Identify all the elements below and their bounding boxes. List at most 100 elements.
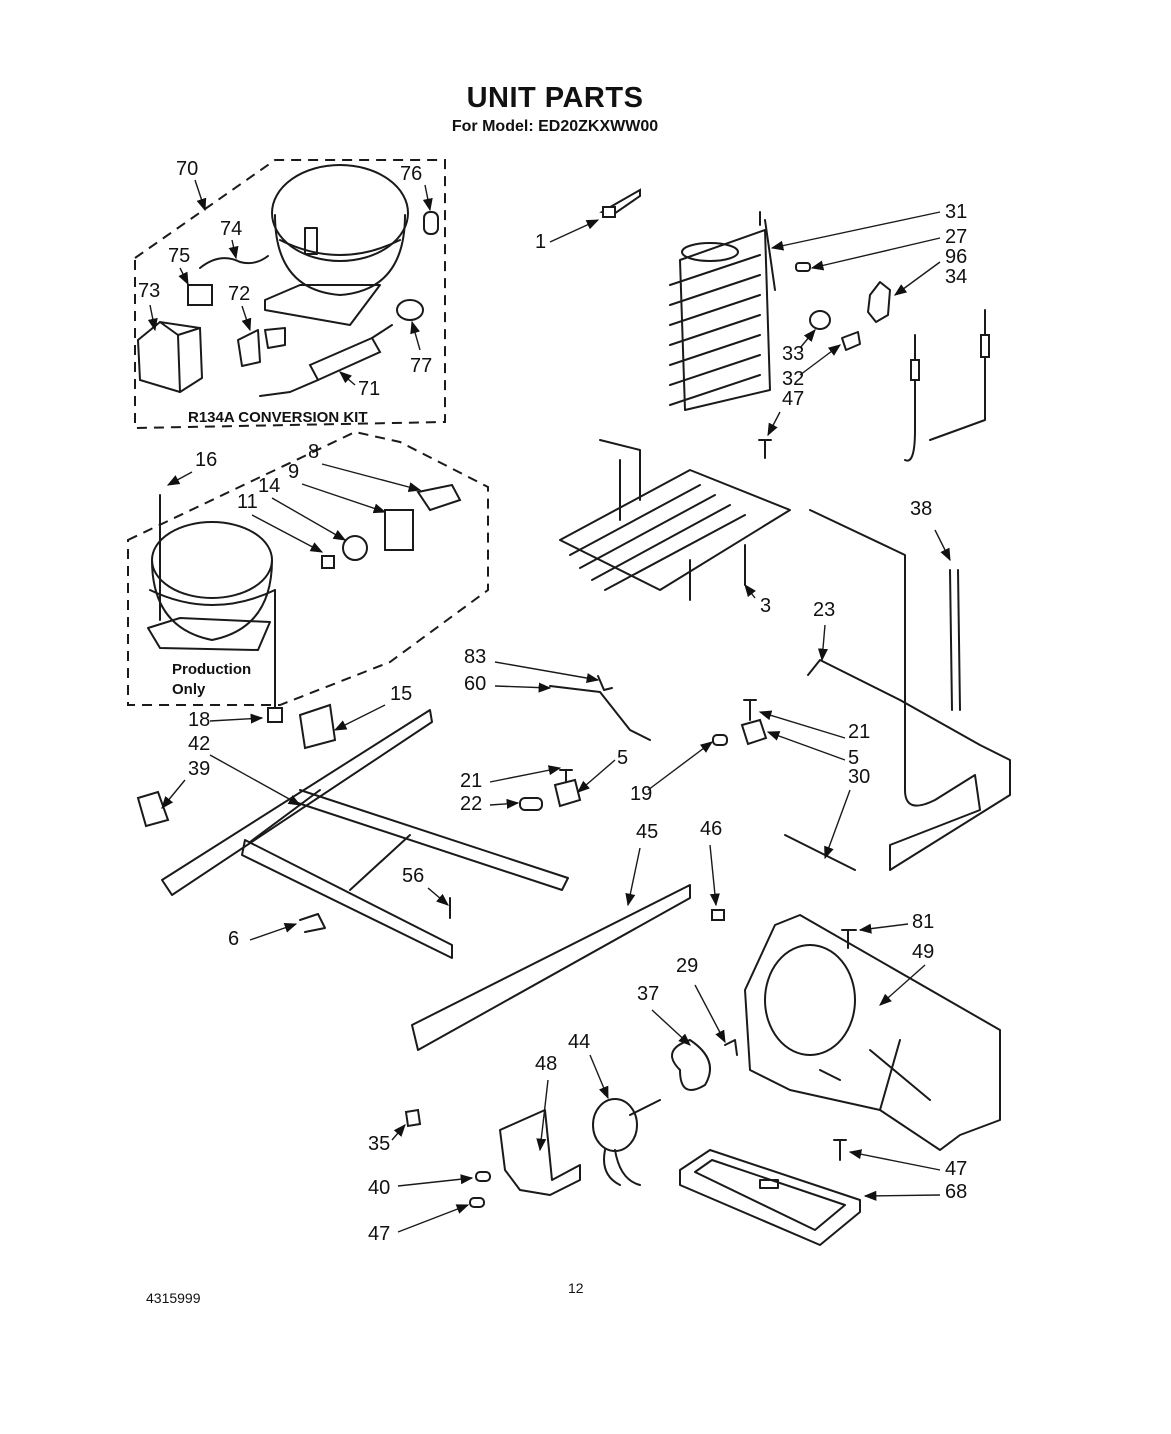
callout-label: 35 xyxy=(368,1133,390,1155)
callout-label: 83 xyxy=(464,646,486,668)
leader-line xyxy=(209,754,302,806)
terminal-part xyxy=(321,555,335,569)
callout-29: 29 xyxy=(676,955,726,1044)
callout-label: 31 xyxy=(945,201,967,223)
clip-83 xyxy=(597,675,613,691)
callout-label: 23 xyxy=(813,599,835,621)
callout-label: 96 xyxy=(945,246,967,268)
callout-label: 77 xyxy=(410,355,432,377)
callout-47: 47 xyxy=(848,1149,967,1180)
callout-label: 74 xyxy=(220,218,242,240)
callout-72: 72 xyxy=(228,283,252,332)
leader-line xyxy=(271,497,347,541)
rail-45 xyxy=(411,884,691,1051)
leader-line xyxy=(241,305,252,332)
motor-bracket-48 xyxy=(499,1109,581,1196)
coil-small-parts xyxy=(599,188,990,462)
callout-44: 44 xyxy=(568,1031,609,1100)
drain-pan-68 xyxy=(679,1149,861,1246)
callout-38: 38 xyxy=(910,498,951,562)
callout-label: 70 xyxy=(176,158,198,180)
callout-76: 76 xyxy=(400,163,433,212)
callout-label: 38 xyxy=(910,498,932,520)
callout-label: 81 xyxy=(912,911,934,933)
callout-45: 45 xyxy=(625,821,658,907)
leader-line xyxy=(194,179,207,212)
callout-label: 47 xyxy=(368,1223,390,1245)
callout-42: 42 xyxy=(188,733,302,806)
callout-label: 11 xyxy=(237,491,258,513)
callout-19: 19 xyxy=(630,741,714,805)
leader-line xyxy=(858,923,909,934)
screw-47-c xyxy=(833,1139,847,1161)
callout-21: 21 xyxy=(460,765,562,792)
callout-47: 47 xyxy=(368,1204,470,1245)
callout-label: 32 xyxy=(782,368,804,390)
callout-74: 74 xyxy=(220,218,242,260)
evaporator-coil xyxy=(669,211,776,411)
mount-parts xyxy=(519,699,768,811)
callout-label: 34 xyxy=(945,266,967,288)
callout-label: 27 xyxy=(945,226,967,248)
callout-label: 44 xyxy=(568,1031,590,1053)
callout-label: 37 xyxy=(637,983,659,1005)
callout-68: 68 xyxy=(863,1181,967,1203)
callout-label: 33 xyxy=(782,343,804,365)
callout-label: 48 xyxy=(535,1053,557,1075)
callout-34: 34 xyxy=(945,266,967,288)
leader-line xyxy=(817,624,828,662)
wire-part xyxy=(199,255,269,269)
leader-line xyxy=(824,789,851,860)
leader-line xyxy=(766,731,846,761)
callout-label: 56 xyxy=(402,865,424,887)
callout-label: 21 xyxy=(848,721,870,743)
callout-label: 46 xyxy=(700,818,722,840)
callout-70: 70 xyxy=(176,158,207,212)
callout-label: 22 xyxy=(460,793,482,815)
bracket-15 xyxy=(298,703,337,750)
callout-label: 6 xyxy=(228,928,239,950)
leader-line xyxy=(767,411,781,437)
leader-line xyxy=(410,320,421,351)
callout-label: 8 xyxy=(308,441,319,463)
leader-line xyxy=(709,844,720,907)
callout-label: 19 xyxy=(630,783,652,805)
callout-8: 8 xyxy=(308,441,422,492)
callout-31: 31 xyxy=(770,201,967,251)
page-number: 12 xyxy=(568,1280,584,1296)
leader-line xyxy=(391,1124,406,1141)
grommet-18-part xyxy=(267,707,283,723)
leader-line xyxy=(489,765,562,783)
leader-line xyxy=(339,371,356,386)
clip-39 xyxy=(136,790,170,828)
callout-33: 33 xyxy=(782,329,816,365)
fan-housing xyxy=(744,914,1001,1151)
callout-35: 35 xyxy=(368,1124,406,1155)
tube-38 xyxy=(949,569,961,711)
callout-30: 30 xyxy=(824,766,870,860)
leader-line xyxy=(489,798,520,809)
callout-5: 5 xyxy=(766,731,859,769)
fan-motor xyxy=(592,1098,661,1186)
callout-1: 1 xyxy=(535,219,600,253)
callout-77: 77 xyxy=(410,320,432,377)
callout-37: 37 xyxy=(637,983,691,1046)
leader-line xyxy=(209,713,264,724)
relay-box xyxy=(136,320,204,394)
callout-15: 15 xyxy=(333,683,412,731)
callout-75: 75 xyxy=(168,245,190,286)
callout-40: 40 xyxy=(368,1174,474,1199)
leader-line xyxy=(647,741,714,791)
leader-line xyxy=(934,529,951,562)
callout-label: 60 xyxy=(464,673,486,695)
model-subtitle: For Model: ED20ZKXWW00 xyxy=(451,118,659,135)
callout-39: 39 xyxy=(161,758,210,809)
callout-81: 81 xyxy=(858,911,934,934)
leader-line xyxy=(333,704,386,731)
leader-line xyxy=(879,964,926,1006)
callout-18: 18 xyxy=(188,709,264,731)
leader-line xyxy=(427,887,449,906)
clip-part xyxy=(237,327,286,367)
